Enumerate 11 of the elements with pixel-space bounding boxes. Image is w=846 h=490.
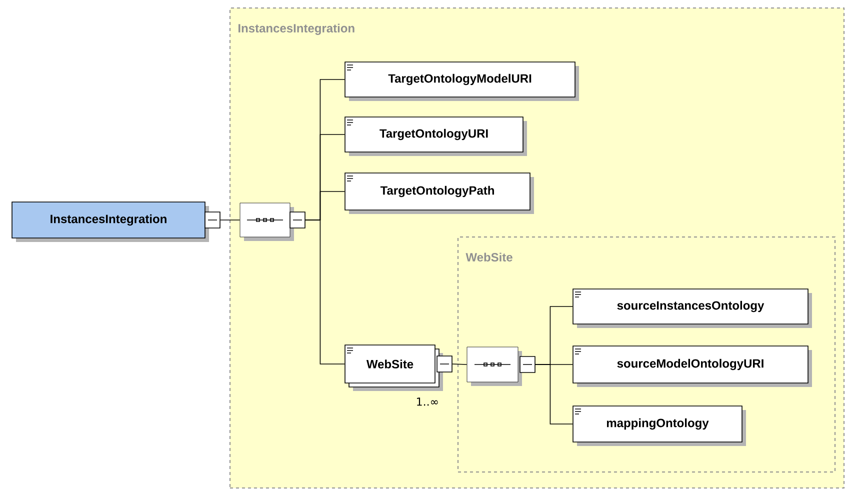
connector-line xyxy=(452,364,468,365)
element-box: sourceModelOntologyURI xyxy=(572,346,812,387)
element-box: TargetOntologyModelURI xyxy=(344,62,579,101)
element-box: mappingOntology xyxy=(572,406,746,446)
connector-line xyxy=(304,220,345,364)
element-box: sourceInstancesOntology xyxy=(572,288,812,328)
element-box: TargetOntologyPath xyxy=(344,172,534,214)
connector-line xyxy=(534,364,573,424)
multiplicity-label: 1..∞ xyxy=(417,398,438,406)
root-element-box: InstancesIntegration xyxy=(12,202,209,242)
element-box: TargetOntologyURI xyxy=(344,116,527,156)
